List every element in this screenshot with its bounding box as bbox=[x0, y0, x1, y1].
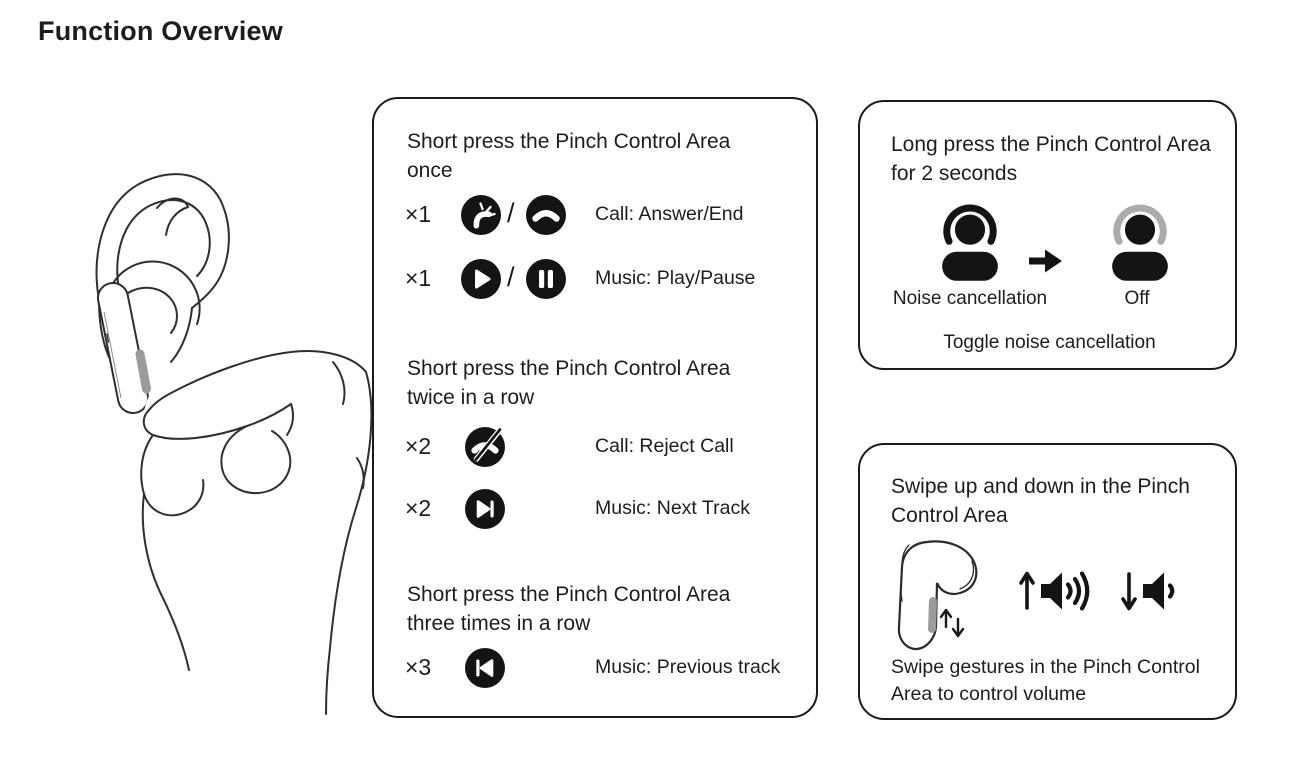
short-press-twice-heading: Short press the Pinch Control Area twice… bbox=[407, 357, 731, 409]
row-next-track: ×2 Music: Next Track bbox=[374, 488, 816, 530]
noise-cancellation-person-icon bbox=[942, 204, 998, 281]
row-label: Music: Next Track bbox=[595, 497, 750, 519]
swipe-heading: Swipe up and down in the Pinch Control A… bbox=[891, 475, 1190, 527]
play-icon bbox=[461, 259, 501, 299]
short-press-thrice-heading: Short press the Pinch Control Area three… bbox=[407, 583, 731, 635]
slash-separator: / bbox=[507, 198, 515, 228]
press-count: ×2 bbox=[405, 433, 432, 459]
row-label: Music: Play/Pause bbox=[595, 267, 756, 289]
short-press-once-heading: Short press the Pinch Control Area once bbox=[407, 130, 731, 182]
noise-cancellation-label: Noise cancellation bbox=[892, 288, 1048, 309]
row-call-answer-end: ×1 / Call: Answer/End bbox=[374, 194, 816, 236]
previous-track-icon bbox=[465, 648, 505, 688]
volume-down-icon bbox=[1121, 572, 1175, 611]
call-end-icon bbox=[526, 195, 566, 235]
long-press-heading: Long press the Pinch Control Area for 2 … bbox=[891, 133, 1211, 185]
call-answer-icon bbox=[461, 195, 501, 235]
press-count: ×3 bbox=[405, 654, 432, 680]
press-count: ×1 bbox=[405, 265, 432, 291]
page-title: Function Overview bbox=[38, 16, 283, 46]
row-label: Music: Previous track bbox=[595, 656, 781, 678]
noise-cancellation-off-person-icon bbox=[1112, 204, 1168, 281]
slash-separator: / bbox=[507, 262, 515, 292]
long-press-panel: Long press the Pinch Control Area for 2 … bbox=[858, 100, 1237, 370]
row-previous-track: ×3 Music: Previous track bbox=[374, 647, 816, 689]
hand-pinching-earbud-in-ear-icon bbox=[95, 173, 373, 715]
earbud-with-swipe-arrows-icon bbox=[897, 540, 978, 651]
call-reject-icon bbox=[465, 427, 505, 467]
swipe-caption: Swipe gestures in the Pinch Control Area… bbox=[891, 656, 1200, 705]
swipe-panel: Swipe up and down in the Pinch Control A… bbox=[858, 443, 1237, 720]
off-label: Off bbox=[1124, 288, 1150, 309]
press-count: ×2 bbox=[405, 495, 432, 521]
toggle-noise-cancellation-caption: Toggle noise cancellation bbox=[943, 332, 1156, 353]
row-label: Call: Answer/End bbox=[595, 203, 744, 225]
row-label: Call: Reject Call bbox=[595, 435, 734, 457]
short-press-panel: Short press the Pinch Control Area once … bbox=[372, 97, 818, 718]
press-count: ×1 bbox=[405, 201, 432, 227]
row-reject-call: ×2 Call: Reject Call bbox=[374, 426, 816, 468]
row-play-pause: ×1 / Music: Play/Pause bbox=[374, 258, 816, 300]
next-track-icon bbox=[465, 489, 505, 529]
volume-up-icon bbox=[1019, 571, 1090, 611]
pause-icon bbox=[526, 259, 566, 299]
arrow-right-icon bbox=[1029, 249, 1062, 273]
